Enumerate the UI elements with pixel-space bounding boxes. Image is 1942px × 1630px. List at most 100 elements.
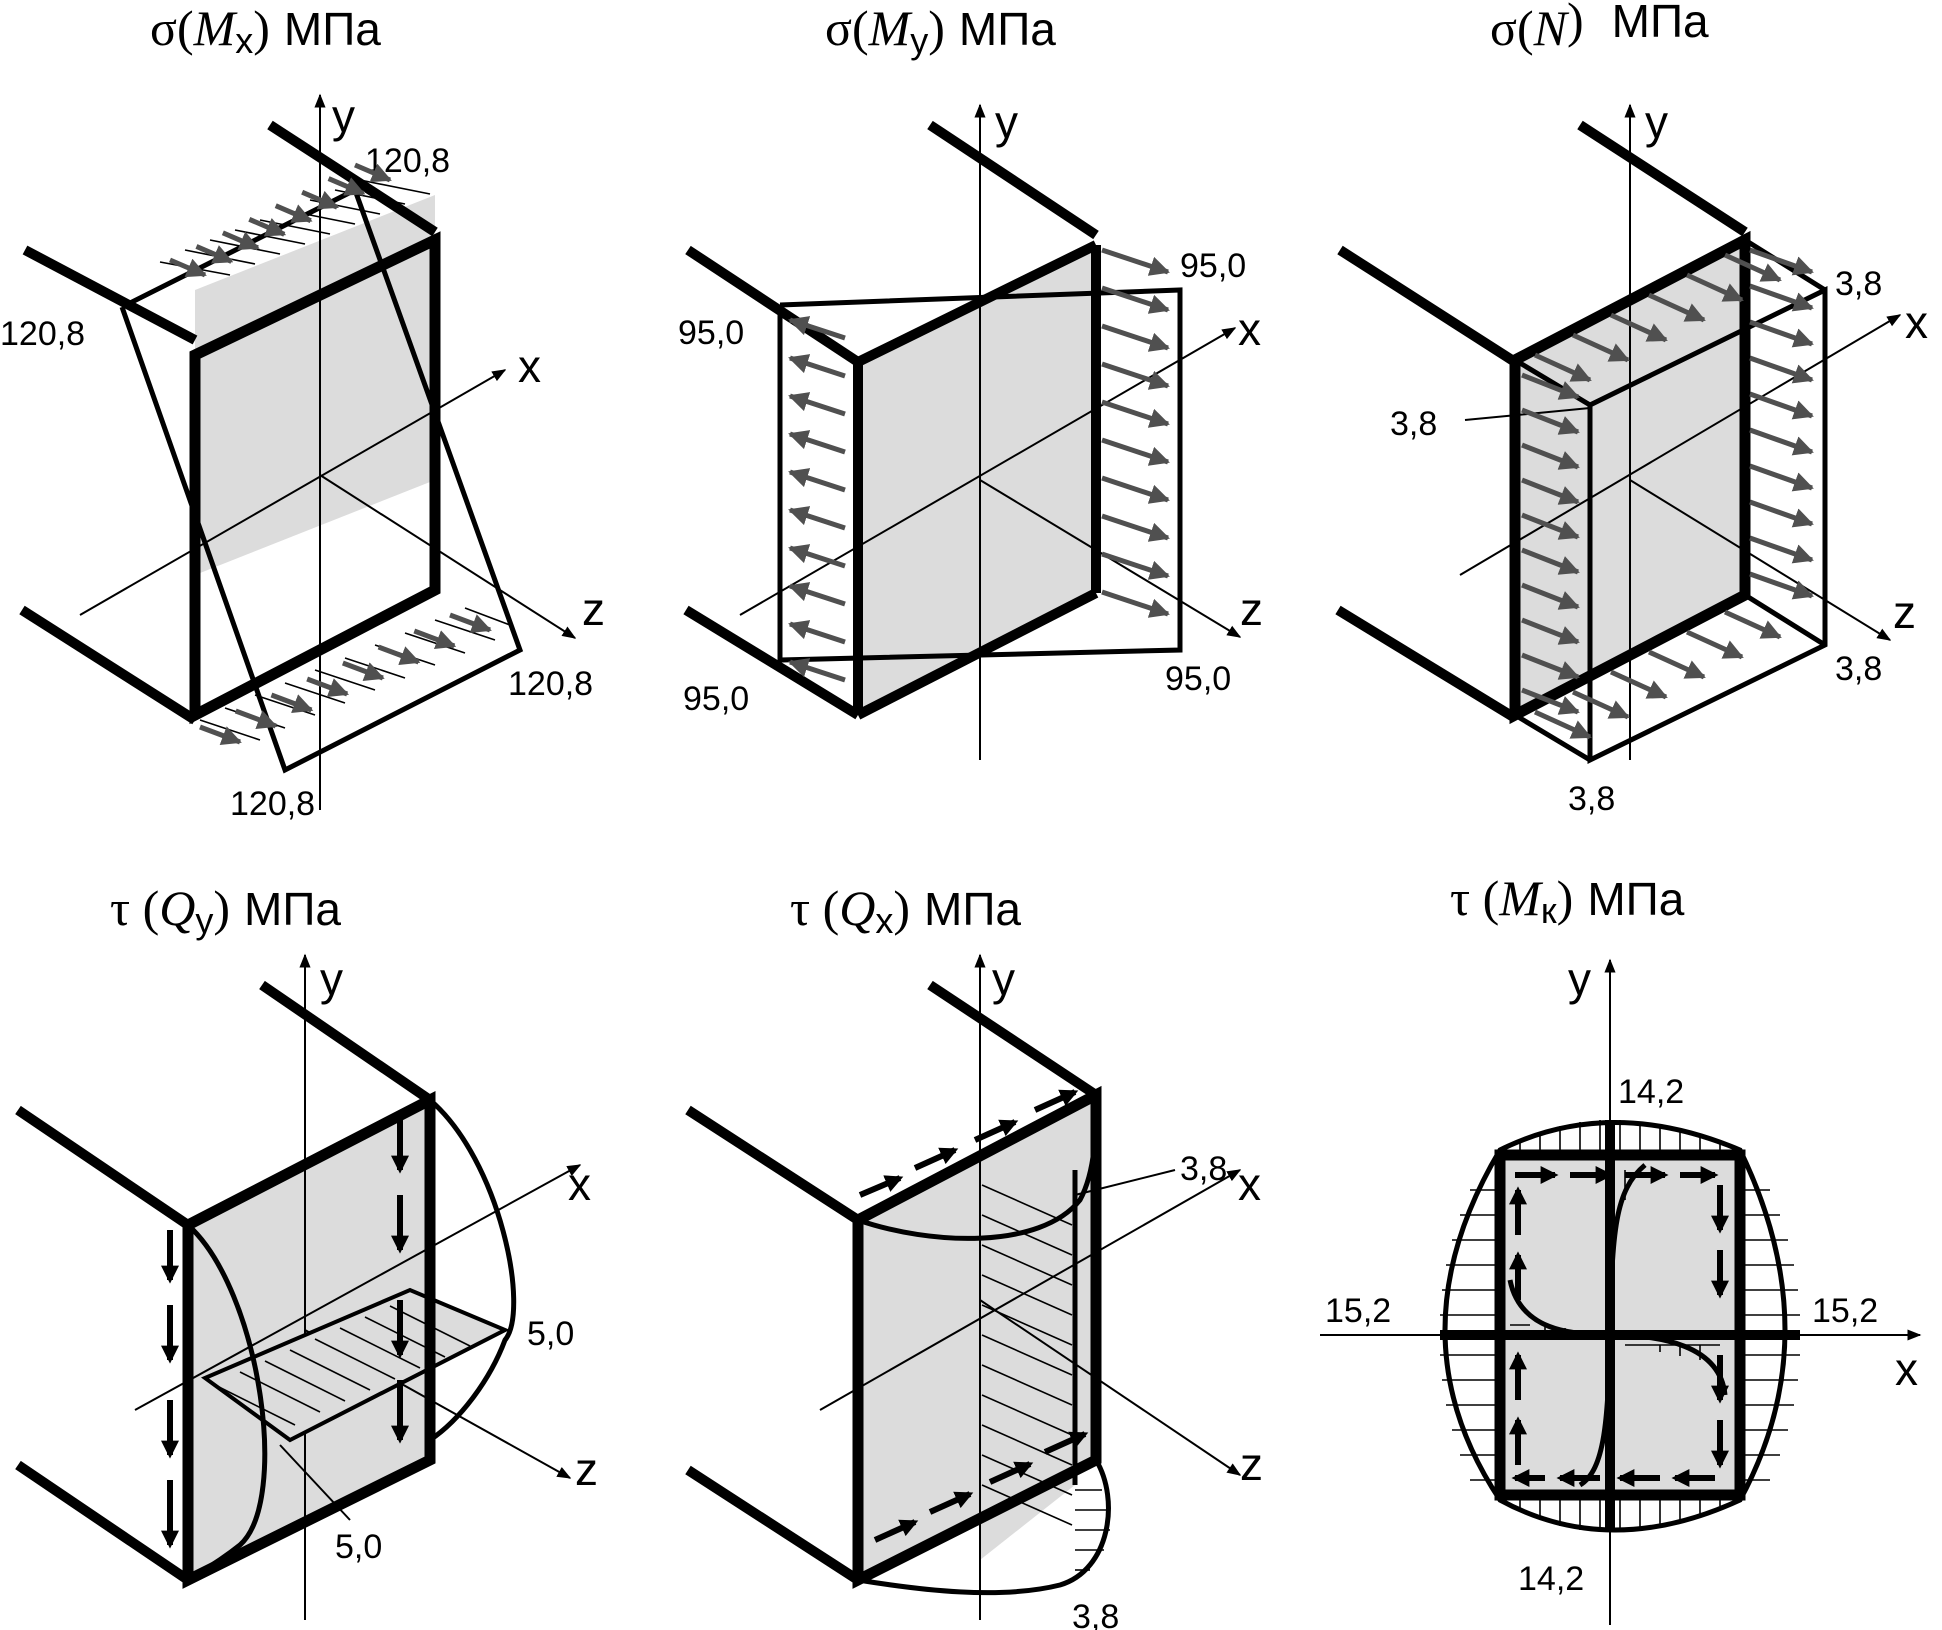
x-axis-label: x: [1895, 1343, 1918, 1395]
stress-arrow: [221, 230, 260, 251]
panel-sigma-mx: σ(Mx)МПа x y z 120,8 120,8 120,8 120: [0, 0, 605, 823]
stress-arrow: [234, 708, 278, 730]
stress-arrow: [1101, 285, 1170, 314]
stress-arrow: [1749, 499, 1814, 528]
stress-arrow: [1647, 292, 1706, 323]
value-label: 3,8: [1180, 1150, 1227, 1188]
z-axis: [979, 1299, 1242, 1476]
shear-epure-back: [428, 1098, 517, 1443]
z-axis: [1629, 479, 1892, 641]
stress-arrow: [1749, 391, 1814, 420]
stress-arrow: [1749, 283, 1814, 312]
x-axis-label: x: [518, 340, 541, 392]
z-axis-label: z: [575, 1443, 598, 1495]
value-label: 3,8: [1568, 780, 1615, 818]
shear-flow-arrows: [858, 1089, 1089, 1543]
stress-arrow: [1749, 355, 1814, 384]
stress-arrow: [1571, 332, 1630, 363]
stress-arrow: [1101, 589, 1170, 618]
panel-title: σ(Mx)МПа: [150, 0, 381, 61]
torsion-epure-hatching: [1440, 1120, 1800, 1532]
stress-arrow: [1723, 609, 1782, 640]
stress-arrow: [199, 724, 242, 746]
stress-arrow: [1521, 512, 1580, 540]
y-axis-label: y: [320, 953, 343, 1005]
value-label: 95,0: [1165, 660, 1231, 698]
stress-arrow: [1101, 323, 1170, 352]
stress-arrow: [301, 189, 339, 210]
beam-edge: [22, 245, 198, 345]
panel-tau-mk: τ (Mк)МПа: [1320, 870, 1922, 1625]
beam-edge: [15, 1460, 191, 1585]
z-axis: [319, 474, 577, 639]
stress-arrow: [1521, 617, 1580, 645]
stress-arrow: [788, 354, 846, 379]
section-outline: [182, 1090, 436, 1589]
x-axis-label: x: [1238, 1158, 1261, 1210]
panel-title: σ(N)МПа: [1490, 0, 1709, 56]
value-label: 5,0: [335, 1528, 382, 1566]
shear-epure-bottom: [857, 1458, 1111, 1596]
stress-arrow: [788, 468, 846, 493]
shear-plane-hatching: [981, 1184, 1073, 1526]
panel-title: τ (Qy)МПа: [110, 880, 341, 941]
stress-arrow: [1571, 689, 1630, 720]
value-label: 95,0: [1180, 247, 1246, 285]
stress-arrow: [195, 244, 234, 264]
y-axis-label: y: [332, 90, 355, 142]
value-label: 95,0: [678, 314, 744, 352]
stress-arrow: [1521, 547, 1580, 575]
x-axis-label: x: [568, 1158, 591, 1210]
beam-edge: [683, 605, 861, 720]
stress-arrow: [788, 582, 846, 607]
stress-arrow: [1101, 475, 1170, 504]
section-outline: [1494, 1149, 1746, 1501]
beam-edge: [685, 1105, 861, 1225]
beam-edge: [685, 245, 861, 367]
panel-sigma-my: σ(My)МПа x y z 95,0 95,0 95,0 95,0: [678, 0, 1263, 760]
beam-edge: [259, 980, 433, 1105]
value-label: 95,0: [683, 680, 749, 718]
stress-arrow: [341, 660, 385, 682]
y-axis-label: y: [1645, 96, 1668, 148]
stress-arrow: [1101, 437, 1170, 466]
stress-arrow: [1609, 312, 1668, 343]
beam-edge: [19, 605, 198, 725]
value-label: 14,2: [1518, 1560, 1584, 1598]
beam-edge: [1335, 605, 1518, 723]
stress-arrow: [413, 628, 457, 650]
stress-arrow: [1749, 463, 1814, 492]
stress-arrow: [1723, 252, 1782, 283]
value-label: 15,2: [1812, 1292, 1878, 1330]
stress-arrow: [1521, 477, 1580, 505]
panel-tau-qy: τ (Qy)МПа x y z 5,0: [15, 880, 598, 1620]
beam-edge: [927, 980, 1099, 1100]
shear-epure-hatching: [1075, 1489, 1110, 1571]
stress-arrow: [449, 612, 492, 634]
stress-arrow: [1749, 247, 1814, 276]
value-label: 120,8: [0, 315, 85, 353]
y-axis-label: y: [1568, 953, 1591, 1005]
stress-arrow: [274, 203, 313, 224]
beam-edge: [15, 1105, 191, 1230]
stress-arrow: [1609, 669, 1668, 700]
stress-arrow: [788, 316, 846, 341]
stress-arrow: [788, 544, 846, 569]
stress-arrow: [788, 620, 846, 645]
leader-line: [1074, 1169, 1176, 1196]
stress-arrow: [1521, 687, 1580, 715]
section-outline: [189, 231, 441, 725]
panel-title: τ (Mк)МПа: [1450, 870, 1685, 931]
beam-edge: [927, 120, 1099, 240]
value-label: 3,8: [1835, 265, 1882, 303]
stress-arrow: [1101, 361, 1170, 390]
value-label: 5,0: [527, 1315, 574, 1353]
stress-arrow: [1749, 427, 1814, 456]
z-axis-label: z: [582, 583, 605, 635]
value-label: 15,2: [1325, 1292, 1391, 1330]
section-outline-top: [855, 240, 1099, 367]
shear-plane-hatching: [214, 1305, 471, 1426]
stress-arrow: [377, 644, 421, 666]
stress-arrow: [1101, 247, 1170, 276]
